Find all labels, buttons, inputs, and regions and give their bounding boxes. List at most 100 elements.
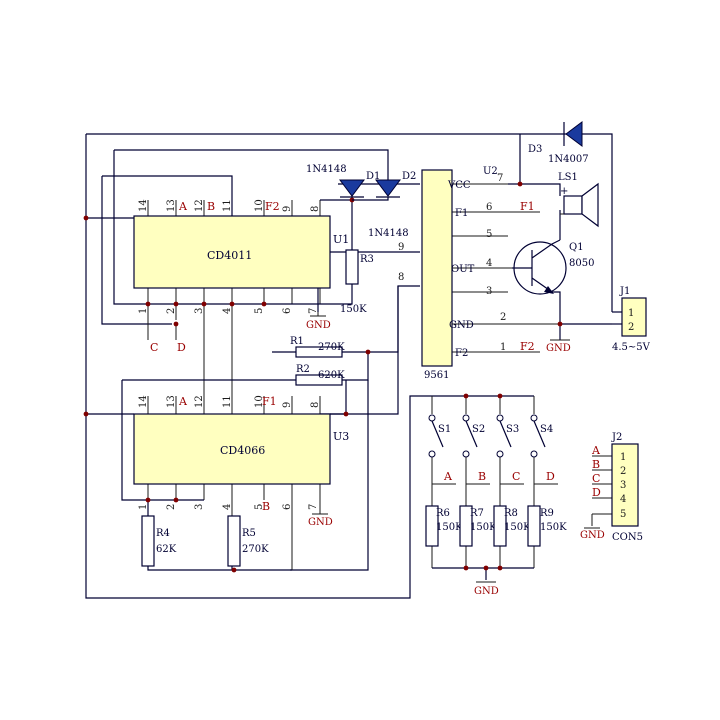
u2-pin-8: 8 [398,272,404,283]
resistor-r4: R4 62K [141,515,177,567]
resistor-r2: R2 620K [295,364,345,386]
s2-ref: S2 [472,424,485,435]
j2-pin-5: 5 [620,509,626,520]
r5-ref: R5 [242,528,256,539]
u3-pin-7: 7 [308,504,319,510]
u1-pin-8: 8 [310,206,321,212]
u3-pin-3: 3 [194,504,205,510]
j2-pin-3: 3 [620,480,626,491]
r1-ref: R1 [290,336,304,347]
u3-name: CD4066 [220,444,265,457]
speaker-ls1: LS1 + [558,172,599,228]
transistor-q1: Q1 8050 [512,239,594,295]
gnd-label-u1: GND [306,320,331,331]
resistor-r3: R3 150K [340,249,374,315]
u2-chip: 9561 U2 VCC F1 OUT GND F2 7 6 5 4 3 2 1 … [398,166,535,381]
wires [85,133,622,599]
resistor-r1: R1 270K [290,336,345,358]
j2-pin-1: 1 [620,452,626,463]
u2-pin-f1: F1 [455,208,468,219]
u2-pin-7: 7 [497,173,503,184]
gnd-label-j2: GND [580,530,605,541]
u2-pin-4: 4 [486,258,492,269]
d3-ref: D3 [528,144,542,155]
r5-value: 270K [242,544,269,555]
u3-chip: CD4066 U3 14 13 12 11 10 9 8 A F1 1 2 3 … [133,395,349,513]
u3-pin-2: 2 [166,504,177,510]
ls1-ref: LS1 [558,172,578,183]
u1-pin-1: 1 [138,308,149,314]
j2-net-d: D [592,486,601,499]
d1-ref: D1 [366,171,380,182]
u1-pin-11: 11 [222,199,233,212]
u2-pin-gnd: GND [449,320,474,331]
u3-net-b: B [262,500,270,513]
j2-ref: J2 [611,432,622,443]
r6-ref: R6 [436,508,450,519]
u2-pin-1: 1 [500,342,506,353]
j2-pin-4: 4 [620,494,626,505]
u1-net-d: D [177,341,186,354]
j1-pin-2: 2 [628,322,634,333]
u1-net-b: B [207,200,215,213]
switch-net-c: C [512,470,520,483]
gnd-symbol-u1: GND [306,315,331,331]
u3-ref: U3 [333,430,349,443]
u1-pin-9: 9 [282,206,293,212]
r3-value: 150K [340,304,367,315]
u2-pin-2: 2 [500,312,506,323]
r2-ref: R2 [296,364,310,375]
u3-net-f1: F1 [262,395,277,408]
r3-ref: R3 [360,254,374,265]
u2-pin-6: 6 [486,202,492,213]
gnd-label-u3: GND [308,517,333,528]
j2-value: CON5 [612,532,643,543]
u1-chip: CD4011 U1 14 13 12 11 10 9 8 A B F2 1 2 … [133,199,349,354]
switch-net-a: A [443,470,453,483]
switch-net-b: B [478,470,486,483]
j2-net-a: A [591,444,601,457]
j1-pin-1: 1 [628,308,634,319]
u1-name: CD4011 [207,249,252,262]
diode-d3: D3 1N4007 [528,121,589,165]
switch-net-d: D [546,470,555,483]
d3-value: 1N4007 [548,154,589,165]
gnd-label-u2: GND [546,343,571,354]
j1-value: 4.5~5V [612,342,651,353]
ls1-plus: + [560,186,568,197]
u1-pin-10: 10 [254,199,265,212]
r2-value: 620K [318,370,345,381]
u1-pin-6: 6 [282,308,293,314]
resistor-r6: R6 150K [425,505,463,547]
resistor-r5: R5 270K [227,515,269,567]
gnd-label-switches: GND [474,586,499,597]
q1-value: 8050 [569,258,594,269]
diode-d2: D2 1N4148 [352,171,416,239]
gnd-symbol-u2: GND [546,339,571,354]
u3-pin-9: 9 [282,402,293,408]
d2-value: 1N4148 [368,228,409,239]
s1-ref: S1 [438,424,451,435]
u3-pin-8: 8 [310,402,321,408]
u3-pin-6: 6 [282,504,293,510]
u1-pin-5: 5 [254,308,265,314]
u2-pin-out: OUT [451,264,475,275]
j2-net-b: B [592,458,600,471]
connector-j1: J1 1 2 4.5~5V [612,286,651,353]
u3-pin-12: 12 [194,395,205,408]
gnd-symbol-u3: GND [308,513,333,528]
j2-net-c: C [592,472,600,485]
u1-ref: U1 [333,233,349,246]
u2-ref: U2 [483,166,498,177]
u3-pin-1: 1 [138,504,149,510]
u3-pin-5: 5 [254,504,265,510]
r9-value: 150K [540,522,567,533]
u1-pin-4: 4 [222,308,233,314]
u2-pin-3: 3 [486,286,492,297]
gnd-symbol-switches: GND [474,581,499,597]
switch-s3: S3 [496,414,519,458]
u3-pin-10: 10 [254,395,265,408]
u3-pin-14: 14 [138,395,149,408]
r4-value: 62K [156,544,177,555]
u1-pin-2: 2 [166,308,177,314]
